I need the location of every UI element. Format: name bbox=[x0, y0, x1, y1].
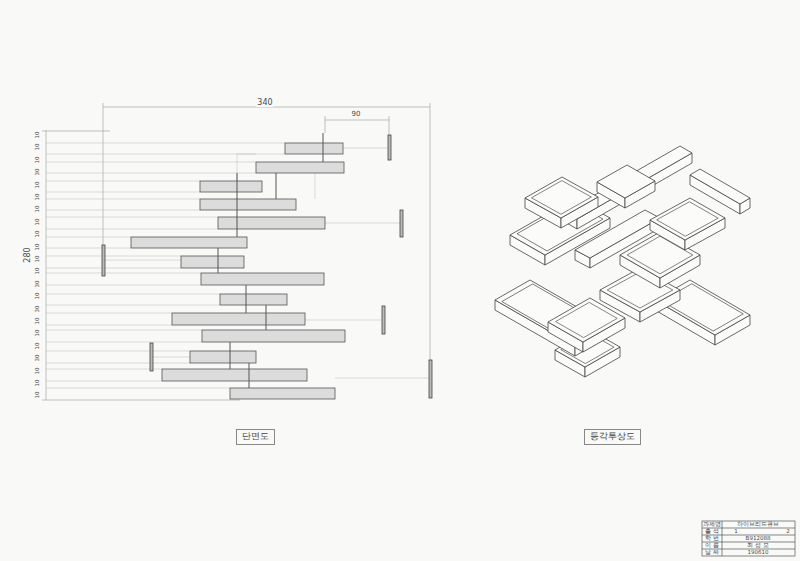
title-block-cell: 2 bbox=[786, 529, 790, 535]
title-block bbox=[702, 521, 795, 556]
tick-label: 30 bbox=[35, 280, 41, 287]
isometric-view bbox=[495, 146, 750, 377]
section-columns bbox=[218, 133, 323, 388]
tick-label: 10 bbox=[35, 293, 41, 300]
extension-lines bbox=[46, 143, 430, 388]
title-block-cell: B912088 bbox=[746, 536, 771, 542]
tick-label: 10 bbox=[35, 256, 41, 263]
title-block-cell: 출 석 bbox=[705, 529, 719, 535]
tick-label: 10 bbox=[35, 156, 41, 163]
tick-label: 10 bbox=[35, 318, 41, 325]
tick-label: 10 bbox=[35, 194, 41, 201]
view-title-box: 등각투상도 bbox=[584, 429, 641, 445]
tick-label: 10 bbox=[35, 380, 41, 387]
title-block-cell: 이 름 bbox=[705, 543, 719, 549]
dimension-lines bbox=[42, 103, 430, 400]
title-block-cell: 과제명 bbox=[703, 522, 721, 528]
title-block-cell: 최 성 모 bbox=[747, 543, 769, 549]
tick-label: 30 bbox=[35, 305, 41, 312]
section-walls bbox=[102, 135, 432, 398]
tick-label: 10 bbox=[35, 181, 41, 188]
view-title-box: 단면도 bbox=[236, 429, 275, 445]
view-title: 단면도 bbox=[242, 432, 269, 442]
tick-label: 10 bbox=[35, 392, 41, 399]
title-block-cell: 하이브리드큐브 bbox=[737, 522, 779, 528]
tick-label: 10 bbox=[35, 330, 41, 337]
dimension-label: 90 bbox=[351, 111, 362, 118]
tick-label: 10 bbox=[35, 268, 41, 275]
tick-label: 10 bbox=[35, 206, 41, 213]
tick-label: 30 bbox=[35, 355, 41, 362]
dimension-label: 280 bbox=[24, 247, 32, 262]
tick-label: 10 bbox=[35, 218, 41, 225]
tick-label: 10 bbox=[35, 243, 41, 250]
tick-label: 10 bbox=[35, 144, 41, 151]
section-slabs bbox=[131, 143, 345, 399]
tick-label: 30 bbox=[35, 169, 41, 176]
tick-label: 10 bbox=[35, 132, 41, 139]
title-block-cell: 1 bbox=[734, 529, 738, 535]
tick-label: 10 bbox=[35, 231, 41, 238]
dimension-label: 340 bbox=[256, 99, 273, 107]
tick-label: 10 bbox=[35, 367, 41, 374]
tick-label: 10 bbox=[35, 342, 41, 349]
view-title: 등각투상도 bbox=[590, 432, 635, 442]
title-block-cell: 날 짜 bbox=[705, 550, 719, 556]
title-block-cell: 학 번 bbox=[705, 536, 719, 542]
title-block-cell: 190610 bbox=[748, 550, 769, 556]
